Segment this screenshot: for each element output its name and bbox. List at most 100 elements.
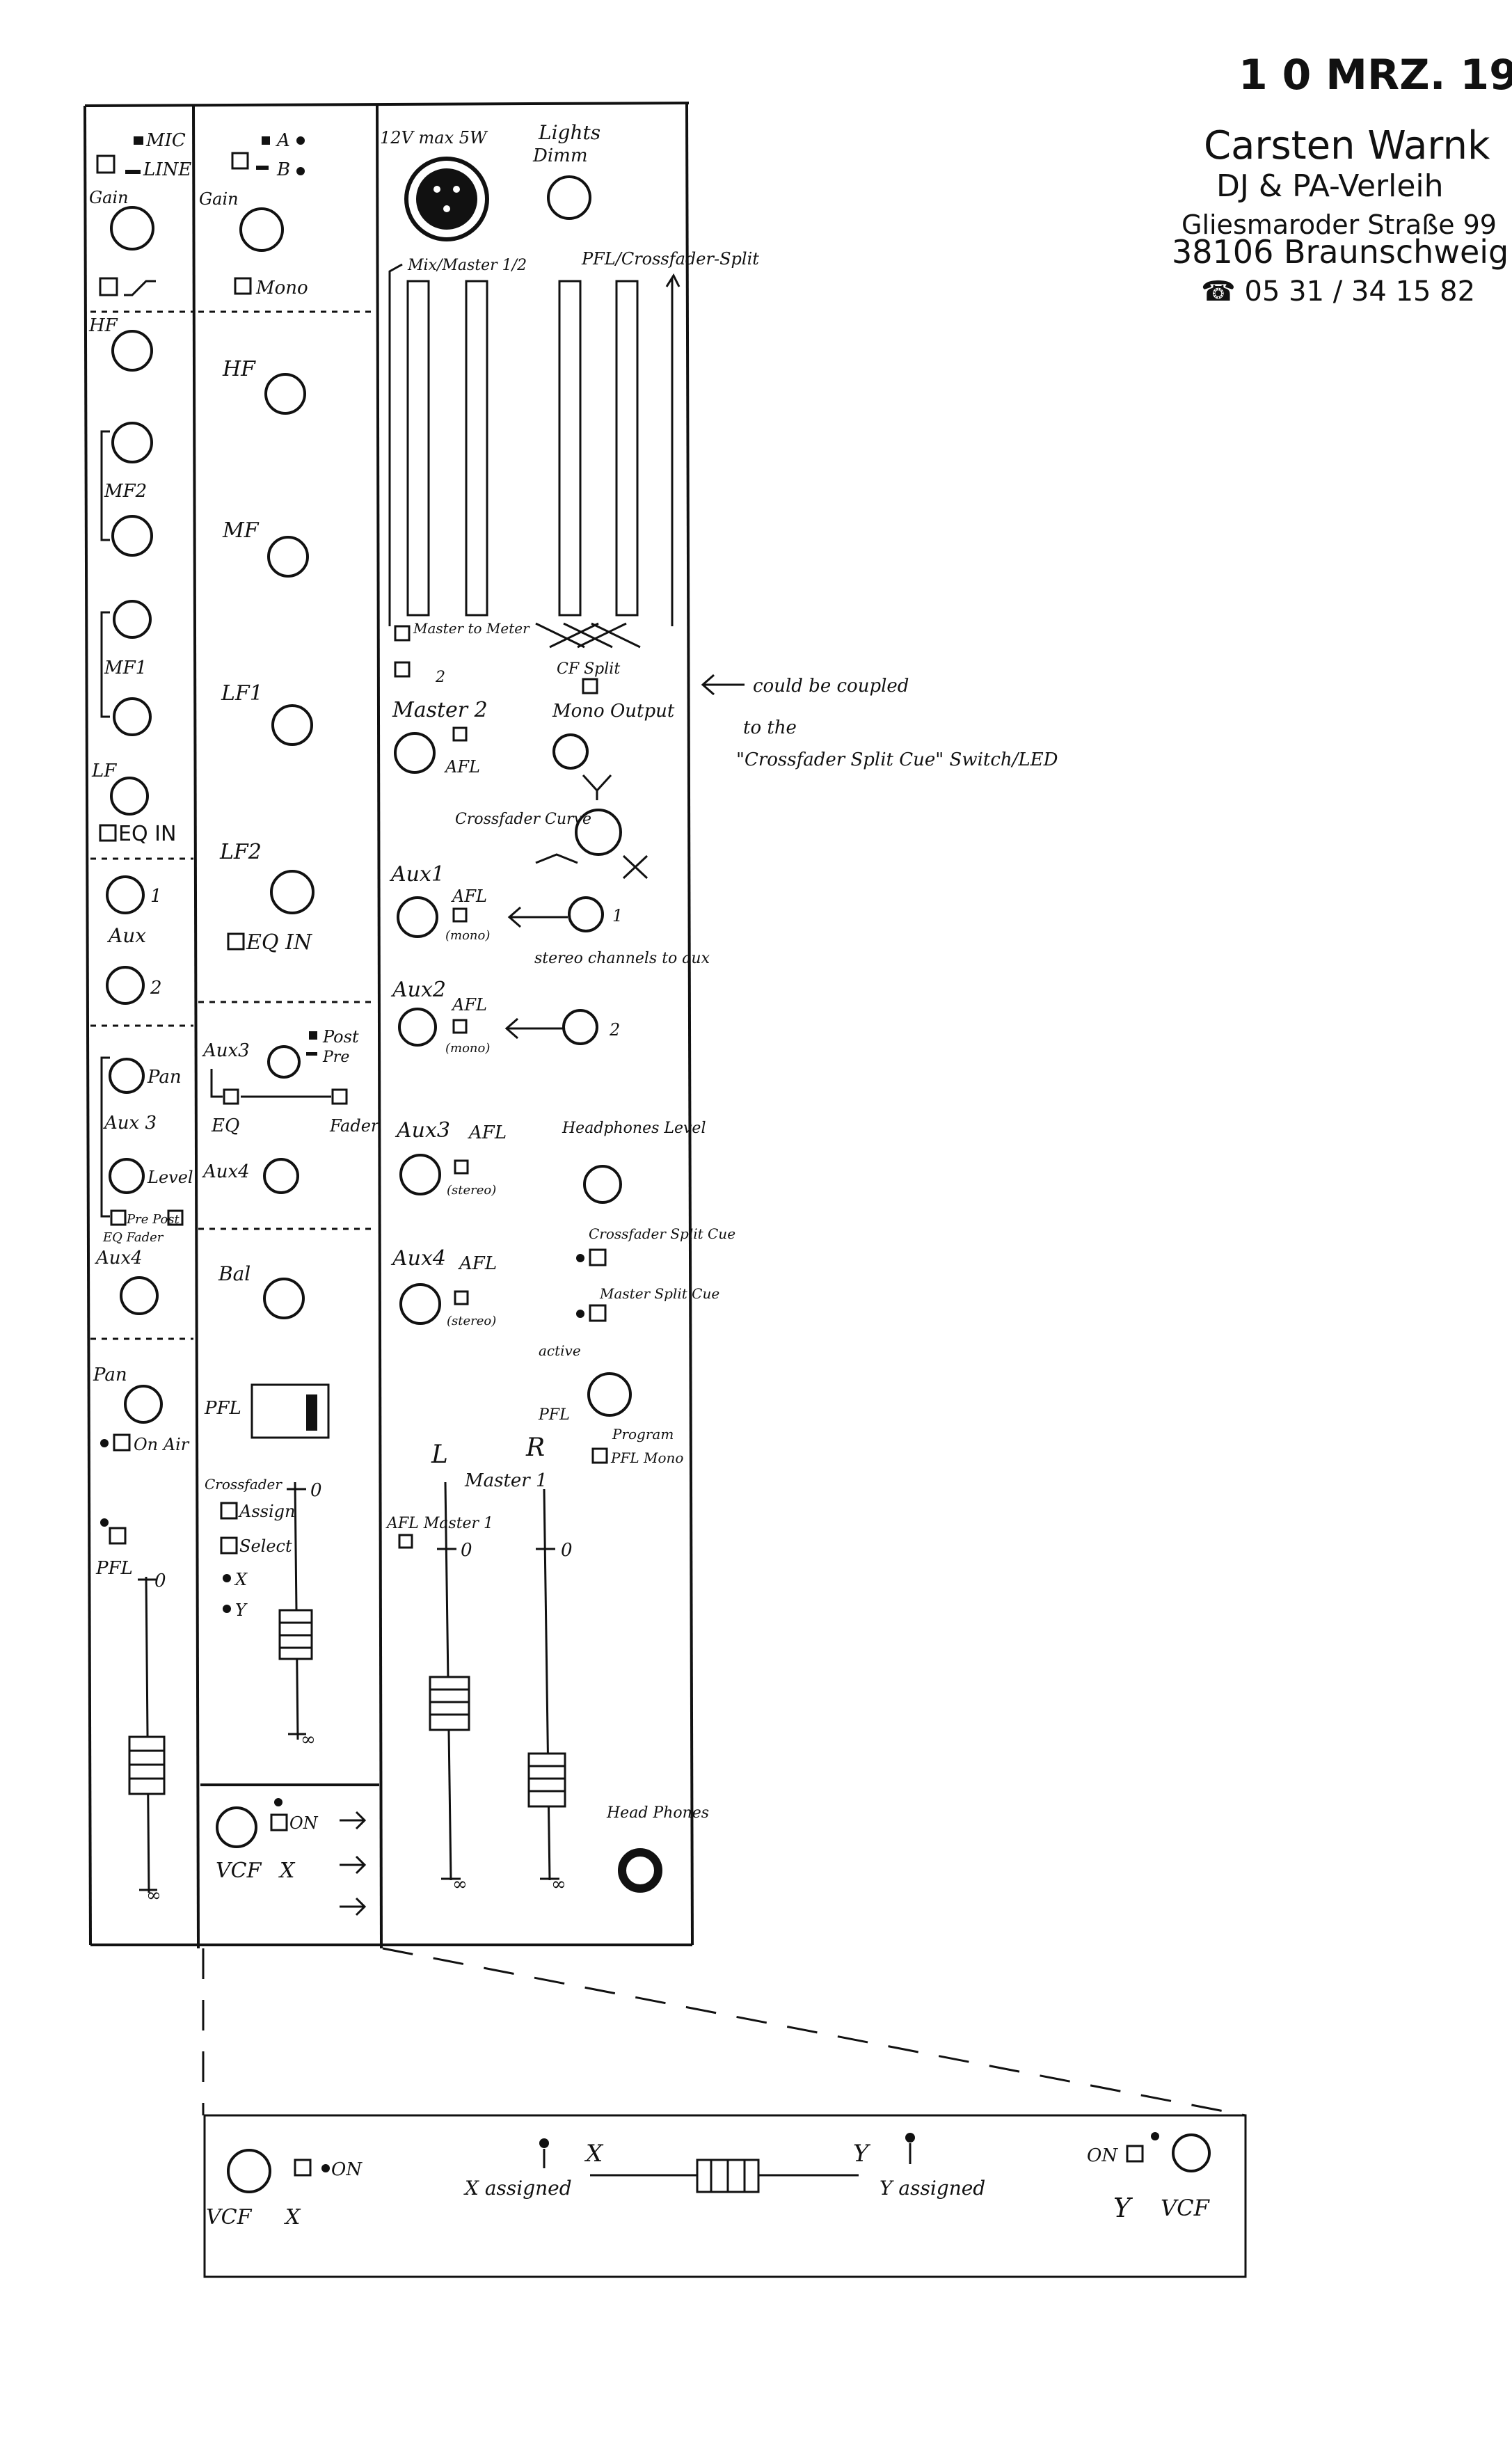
aux3-knob[interactable] — [267, 1045, 301, 1079]
headphones-jack[interactable] — [618, 1848, 662, 1893]
ab-select-button[interactable] — [231, 152, 249, 170]
stereo-aux1-knob[interactable] — [568, 896, 604, 932]
annotation-line3: "Crossfader Split Cue" Switch/LED — [736, 749, 1058, 770]
crossfader-split-cue-button[interactable] — [589, 1248, 607, 1266]
l-label: L — [431, 1440, 448, 1469]
vcf-x-label: X — [278, 1859, 296, 1883]
aux4-afl-button[interactable] — [454, 1290, 469, 1305]
hf-knob[interactable] — [111, 330, 153, 372]
master-fader-r-cap[interactable] — [527, 1752, 566, 1808]
aux3-pre-post-button[interactable] — [110, 1209, 127, 1226]
hpf-button[interactable] — [99, 277, 118, 296]
pfl-program-knob[interactable] — [587, 1372, 632, 1417]
y-mark: Y — [853, 2140, 871, 2168]
master-l-inf: ∞ — [452, 1874, 468, 1895]
meter-mix-l — [406, 280, 430, 617]
fader-inf: ∞ — [146, 1885, 161, 1906]
crossfader-curve-knob[interactable] — [575, 809, 622, 856]
lights-dimm-knob[interactable] — [547, 175, 591, 220]
pfl-crossfader-label: PFL/Crossfader-Split — [581, 249, 759, 269]
aux3-afl-label: AFL — [468, 1122, 507, 1143]
eq-in-button[interactable] — [227, 932, 245, 951]
aux2-num: 2 — [150, 978, 162, 999]
aux1-afl-button[interactable] — [452, 907, 468, 923]
mf1-freq-knob[interactable] — [113, 600, 152, 639]
channel-fader-cap[interactable] — [128, 1735, 166, 1795]
master-split-cue-button[interactable] — [589, 1304, 607, 1322]
stereo-aux2-knob[interactable] — [562, 1009, 598, 1045]
aux-label: Aux — [106, 924, 146, 947]
afl-master1-button[interactable] — [398, 1534, 413, 1549]
gain-knob[interactable] — [239, 207, 284, 252]
aux4-knob[interactable] — [120, 1276, 159, 1315]
headphones-level-knob[interactable] — [583, 1165, 622, 1204]
master-r-zero: 0 — [561, 1540, 573, 1561]
lf2-label: LF2 — [219, 840, 262, 864]
aux3-label: Aux3 — [395, 1118, 450, 1143]
on-right-button[interactable] — [1126, 2145, 1144, 2163]
mono-output-knob[interactable] — [552, 733, 589, 770]
master2-afl-button[interactable] — [452, 726, 468, 742]
aux2-afl-button[interactable] — [452, 1019, 468, 1034]
aux3-eq-fader-button[interactable] — [167, 1209, 184, 1226]
vcf-right-knob[interactable] — [1172, 2133, 1211, 2172]
lf1-knob[interactable] — [271, 704, 313, 746]
aux3-afl-button[interactable] — [454, 1159, 469, 1175]
mono-channel-strip: MIC LINE Gain HF MF2 MF1 LF EQ IN 1 Aux … — [88, 130, 193, 1906]
aux4-label: Aux4 — [95, 1248, 143, 1269]
pan-knob[interactable] — [124, 1385, 163, 1424]
mf1-gain-knob[interactable] — [113, 697, 152, 736]
master2-afl-label: AFL — [444, 757, 480, 777]
vcf-left-x-label: X — [284, 2205, 301, 2230]
program-label: Program — [612, 1426, 674, 1442]
gain-knob[interactable] — [110, 206, 154, 251]
aux2-knob[interactable] — [106, 966, 145, 1005]
crossfader-assign-button[interactable] — [220, 1502, 238, 1520]
aux1-knob[interactable] — [106, 875, 145, 914]
vcf-left-knob[interactable] — [227, 2149, 271, 2193]
cf-split-button[interactable] — [582, 678, 598, 694]
mf-knob[interactable] — [267, 536, 309, 578]
on-air-button[interactable] — [113, 1433, 131, 1452]
vcf-on-button[interactable] — [270, 1813, 288, 1831]
aux1-master-knob[interactable] — [397, 896, 438, 938]
crossfader-select-button[interactable] — [220, 1536, 238, 1555]
aux3-master-knob[interactable] — [399, 1154, 441, 1195]
xlr-lamp-socket[interactable] — [404, 157, 489, 241]
aux2-master-knob[interactable] — [398, 1008, 437, 1047]
master2-knob[interactable] — [394, 732, 436, 774]
lf2-knob[interactable] — [270, 870, 315, 914]
hf-knob[interactable] — [264, 373, 306, 415]
meter-pfl-r — [615, 280, 639, 617]
mono-button[interactable] — [234, 277, 252, 295]
cf-split-label: CF Split — [557, 660, 620, 678]
pfl-button[interactable] — [109, 1527, 127, 1545]
aux4-knob[interactable] — [263, 1158, 299, 1194]
crossfader-cap[interactable] — [696, 2159, 760, 2193]
aux3-pan-knob[interactable] — [109, 1058, 145, 1094]
master-fader-l-cap[interactable] — [429, 1676, 470, 1731]
mic-line-button[interactable] — [96, 154, 116, 174]
aux3-level-knob[interactable] — [109, 1158, 145, 1194]
eq-in-button[interactable] — [99, 824, 117, 842]
head-phones-label: Head Phones — [606, 1804, 709, 1822]
stereo-fader-cap[interactable] — [278, 1609, 313, 1660]
y-select-label: Y — [235, 1600, 248, 1620]
phone: ☎ 05 31 / 34 15 82 — [1201, 276, 1475, 308]
lf-knob[interactable] — [110, 777, 149, 816]
master-select-button[interactable] — [394, 661, 411, 678]
a-label: A — [276, 130, 290, 151]
on-left-button[interactable] — [294, 2159, 312, 2177]
mf2-gain-knob[interactable] — [111, 515, 153, 557]
vcf-knob[interactable] — [216, 1806, 257, 1848]
master-to-meter-label: Master to Meter — [413, 620, 530, 637]
master-section: 12V max 5W Lights Dimm Mix/Master 1/2 PF… — [380, 121, 759, 1895]
pfl-mono-button[interactable] — [591, 1447, 608, 1464]
master-to-meter-button[interactable] — [394, 625, 411, 642]
eq-label: EQ — [211, 1115, 239, 1136]
mf2-freq-knob[interactable] — [111, 422, 153, 463]
aux3-fader-button[interactable] — [331, 1088, 348, 1105]
aux4-master-knob[interactable] — [399, 1283, 441, 1325]
balance-knob[interactable] — [263, 1278, 305, 1319]
aux3-eq-button[interactable] — [223, 1088, 239, 1105]
